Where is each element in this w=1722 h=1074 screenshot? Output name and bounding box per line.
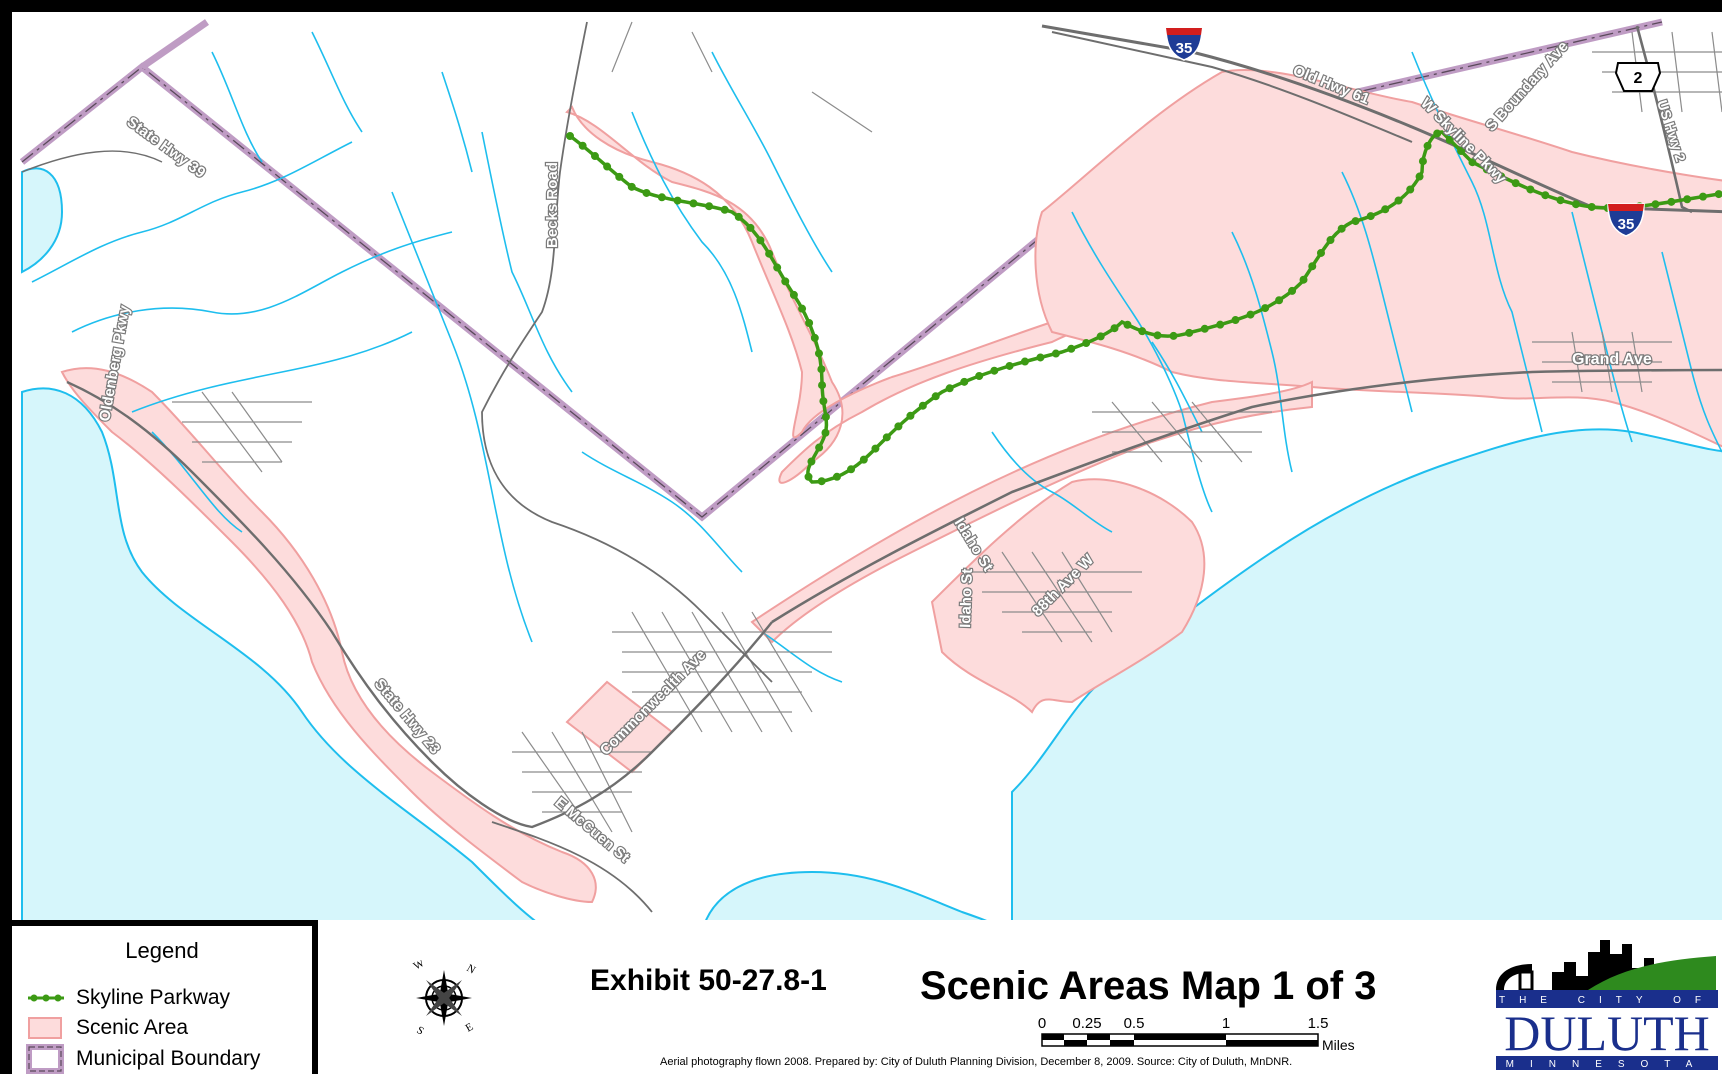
road-state-hwy-23: [66, 380, 773, 829]
logo-top-band: [1496, 990, 1718, 1008]
us-route-shield-label: 2: [1634, 70, 1643, 87]
logo-city-name: DULUTH: [1504, 1005, 1710, 1061]
road-i35-second: [1051, 31, 1413, 143]
legend-title: Legend: [125, 938, 199, 963]
compass-s: S: [415, 1024, 426, 1037]
legend-boundary-symbol: [26, 1044, 64, 1074]
scenic-area-industrial: [1034, 68, 1722, 448]
road-grand-ave: [771, 368, 1722, 624]
legend-panel: Legend Skyline Parkway Scenic Area Munic…: [12, 920, 318, 1074]
legend-scenic-symbol: [28, 1017, 62, 1039]
road-mccuen: [491, 821, 653, 913]
scale-tick-1: 1: [1222, 1015, 1230, 1032]
map-credit: Aerial photography flown 2008. Prepared …: [660, 1056, 1293, 1068]
scale-tick-15: 1.5: [1308, 1015, 1329, 1032]
compass-w: W: [412, 960, 428, 973]
label-becks-road: Becks Road: [544, 162, 561, 248]
legend-skyline-label: Skyline Parkway: [76, 986, 231, 1009]
city-of-duluth-logo: THE CITY OF DULUTH MINNESOTA: [1496, 940, 1718, 1070]
map-footer: W N S E Exhibit 50-27.8-1 Scenic Areas M…: [318, 920, 1722, 1074]
legend-scenic-label: Scenic Area: [76, 1016, 189, 1039]
scenic-area-88th: [930, 478, 1206, 714]
skyline-parkway: [566, 127, 1722, 487]
logo-top-text: THE CITY OF: [1499, 995, 1715, 1006]
compass-e: E: [464, 1021, 476, 1035]
legend-boundary-label: Municipal Boundary: [76, 1047, 261, 1070]
legend-item-scenic: Scenic Area: [26, 1014, 188, 1042]
scale-tick-025: 0.25: [1072, 1015, 1101, 1032]
river-upper-left: [21, 167, 64, 274]
road-i35: [1041, 24, 1722, 214]
exhibit-number: Exhibit 50-27.8-1: [590, 964, 827, 997]
label-grand-ave: Grand Ave: [1572, 351, 1652, 368]
map-canvas[interactable]: 35 35 2 Old Hwy 61 S Boundary Ave W Skyl…: [12, 12, 1722, 932]
interstate-shield-top-label: 35: [1176, 40, 1193, 57]
west-river-channel: [21, 387, 553, 932]
scale-tick-05: 0.5: [1124, 1015, 1145, 1032]
us-route-shield: 2: [1614, 62, 1662, 92]
road-becks-road: [481, 21, 773, 683]
scale-bar: 0 0.25 0.5 1 1.5 Miles: [1038, 1015, 1355, 1053]
compass-n: N: [465, 962, 478, 976]
scale-unit: Miles: [1322, 1037, 1355, 1053]
compass-rose-icon: W N S E: [412, 960, 478, 1038]
interstate-shield-top: 35: [1165, 27, 1203, 61]
major-roads: [21, 21, 1722, 913]
scale-tick-0: 0: [1038, 1015, 1046, 1032]
logo-bottom-band: [1496, 1056, 1718, 1070]
scenic-areas: [60, 68, 1722, 904]
logo-bottom-text: MINNESOTA: [1506, 1059, 1709, 1070]
interstate-shield-right: 35: [1607, 203, 1645, 237]
interstate-shield-right-label: 35: [1618, 216, 1635, 233]
legend-item-boundary: Municipal Boundary: [26, 1044, 261, 1074]
road-state-hwy-39: [21, 150, 163, 173]
legend-item-skyline: Skyline Parkway: [26, 984, 230, 1012]
scenic-area-hwy23: [60, 367, 597, 904]
legend-skyline-symbol: [28, 994, 64, 1002]
label-idaho-st-2: Idaho St: [957, 568, 976, 628]
map-title: Scenic Areas Map 1 of 3: [920, 964, 1377, 1008]
